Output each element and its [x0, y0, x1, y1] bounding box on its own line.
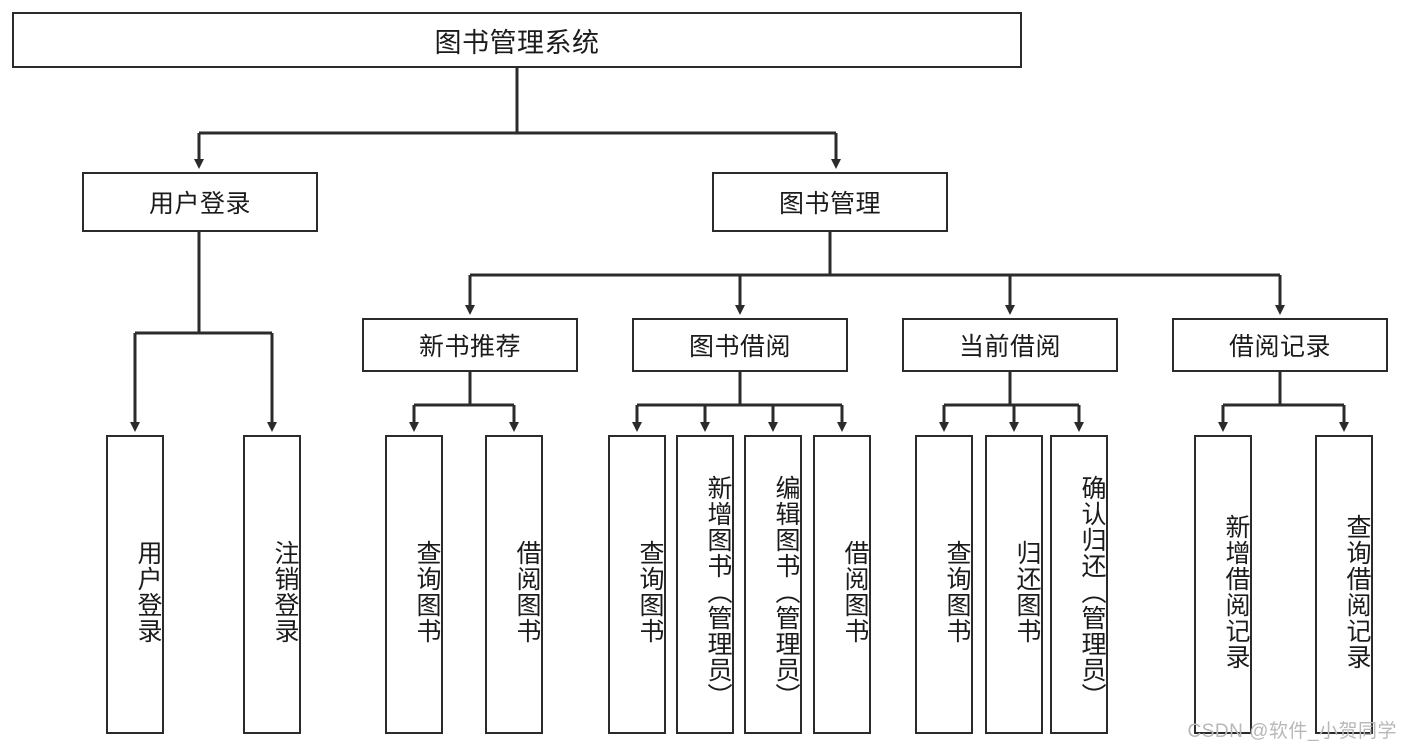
leaf-record-add-record[interactable]: 新增借阅记录	[1194, 435, 1252, 734]
node-label: 用户登录	[134, 539, 162, 644]
leaf-current-confirm-return-admin[interactable]: 确认归还（管理员）	[1050, 435, 1108, 734]
leaf-borrow-query-book[interactable]: 查询图书	[608, 435, 666, 734]
node-label: 注销登录	[271, 539, 299, 644]
node-label: 查询借阅记录	[1343, 513, 1371, 670]
node-label: 查询图书	[943, 539, 971, 644]
node-label: 借阅图书	[513, 539, 541, 644]
node-label: 查询图书	[413, 539, 441, 644]
leaf-user-login-signout[interactable]: 注销登录	[243, 435, 301, 734]
leaf-user-login-signin[interactable]: 用户登录	[106, 435, 164, 734]
node-label: 借阅记录	[1228, 333, 1331, 361]
node-label: 用户登录	[148, 190, 251, 218]
csdn-watermark: CSDN @软件_小贺同学	[1187, 721, 1397, 742]
node-label: 图书借阅	[688, 333, 791, 361]
node-label: 图书管理	[778, 190, 881, 218]
leaf-borrow-add-book-admin[interactable]: 新增图书（管理员）	[676, 435, 734, 734]
node-label: 借阅图书	[841, 539, 869, 644]
node-label: 新增图书（管理员）	[704, 474, 732, 709]
leaf-borrow-edit-book-admin[interactable]: 编辑图书（管理员）	[744, 435, 802, 734]
node-book-borrow[interactable]: 图书借阅	[632, 318, 848, 372]
leaf-recommend-query-book[interactable]: 查询图书	[385, 435, 443, 734]
node-new-book-recommend[interactable]: 新书推荐	[362, 318, 578, 372]
node-label: 查询图书	[636, 539, 664, 644]
node-label: 新书推荐	[418, 333, 521, 361]
leaf-borrow-borrow-book[interactable]: 借阅图书	[813, 435, 871, 734]
node-user-login[interactable]: 用户登录	[82, 172, 318, 232]
node-borrow-record[interactable]: 借阅记录	[1172, 318, 1388, 372]
node-label: 当前借阅	[958, 333, 1061, 361]
node-label: 图书管理系统	[434, 27, 600, 58]
node-label: 新增借阅记录	[1222, 513, 1250, 670]
node-book-management[interactable]: 图书管理	[712, 172, 948, 232]
leaf-current-query-book[interactable]: 查询图书	[915, 435, 973, 734]
node-root-system[interactable]: 图书管理系统	[12, 12, 1022, 68]
node-label: 归还图书	[1013, 539, 1041, 644]
node-current-borrow[interactable]: 当前借阅	[902, 318, 1118, 372]
leaf-current-return-book[interactable]: 归还图书	[985, 435, 1043, 734]
leaf-record-query-record[interactable]: 查询借阅记录	[1315, 435, 1373, 734]
node-label: 确认归还（管理员）	[1078, 474, 1106, 709]
leaf-recommend-borrow-book[interactable]: 借阅图书	[485, 435, 543, 734]
node-label: 编辑图书（管理员）	[772, 474, 800, 709]
